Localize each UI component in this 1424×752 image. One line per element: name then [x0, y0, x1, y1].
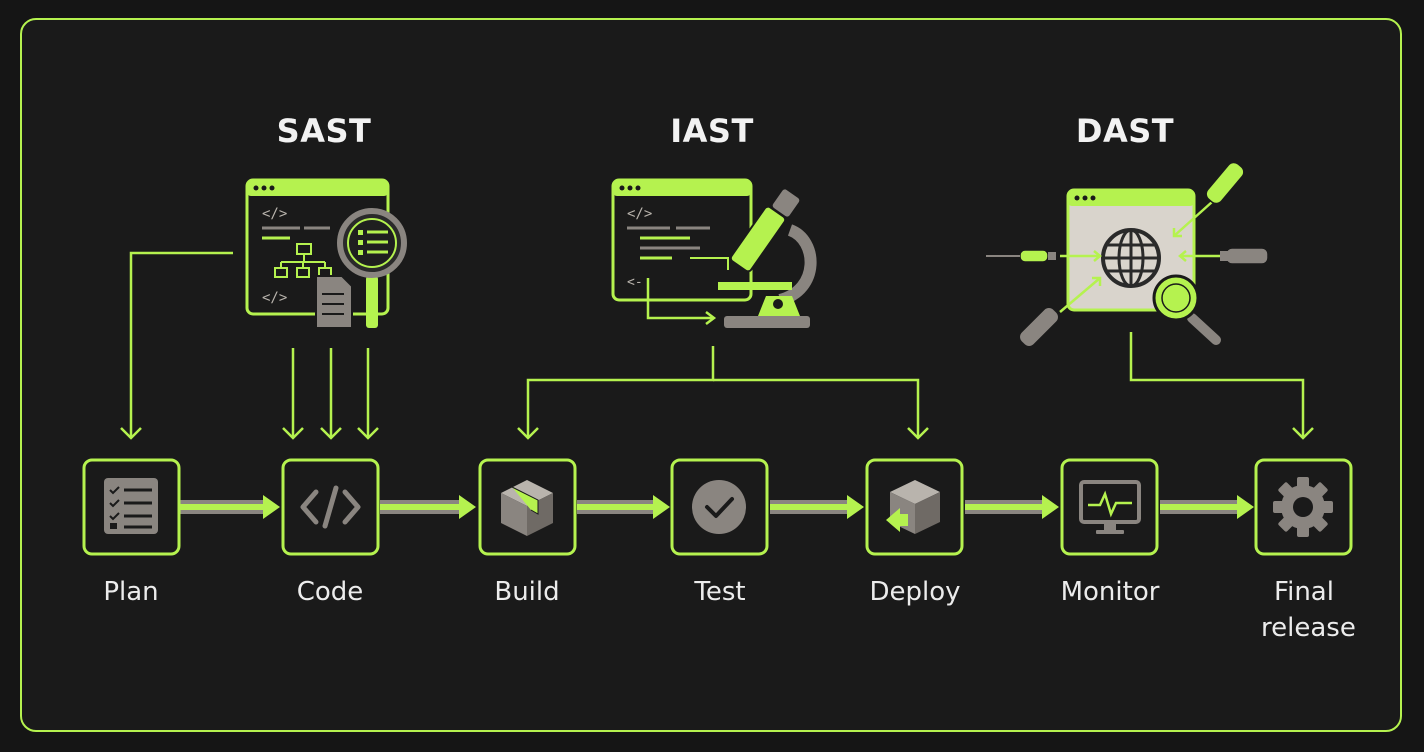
monitor-pulse-icon	[1079, 480, 1141, 534]
stage-box-test	[670, 458, 769, 556]
iast-connectors	[517, 346, 929, 440]
stage-label-deploy: Deploy	[869, 577, 961, 607]
category-title-iast: IAST	[670, 112, 754, 150]
code-brackets-icon	[300, 485, 361, 529]
arrow-build-to-test	[577, 495, 670, 519]
stage-box-deploy	[865, 458, 964, 556]
category-title-sast: SAST	[276, 112, 372, 150]
stage-label-monitor: Monitor	[1060, 577, 1160, 607]
stage-box-build	[478, 458, 577, 556]
deploy-box-icon	[886, 480, 940, 534]
gear-icon	[1273, 477, 1333, 537]
stage-box-monitor	[1060, 458, 1159, 556]
dast-connectors	[1129, 332, 1314, 440]
package-box-icon	[501, 480, 553, 536]
stage-box-code	[281, 458, 380, 556]
stage-label-final-release: Final release	[1261, 577, 1356, 643]
pipeline-arrows	[180, 495, 1254, 519]
stage-label-plan: Plan	[103, 577, 159, 607]
stage-box-final-release	[1254, 458, 1353, 556]
check-circle-icon	[692, 480, 746, 534]
arrow-deploy-to-monitor	[965, 495, 1059, 519]
iast-microscope-icon: </> <-	[611, 178, 817, 328]
arrow-monitor-to-final	[1160, 495, 1254, 519]
stage-box-plan	[82, 458, 181, 556]
sast-code-analysis-icon: </> </>	[245, 178, 407, 329]
arrow-plan-to-code	[180, 495, 280, 519]
sast-connectors	[120, 251, 379, 440]
stage-label-test: Test	[694, 577, 746, 607]
checklist-icon	[104, 478, 158, 534]
svg-text:</>: </>	[262, 206, 287, 222]
dast-attack-scan-icon	[986, 161, 1269, 348]
stage-label-build: Build	[494, 577, 560, 607]
stage-label-code: Code	[296, 577, 364, 607]
svg-text:<-: <-	[627, 275, 643, 290]
arrow-test-to-deploy	[770, 495, 864, 519]
svg-text:</>: </>	[627, 206, 652, 222]
arrow-code-to-build	[380, 495, 476, 519]
svg-text:</>: </>	[262, 290, 287, 306]
category-title-dast: DAST	[1075, 112, 1175, 150]
diagram-frame	[20, 18, 1402, 732]
